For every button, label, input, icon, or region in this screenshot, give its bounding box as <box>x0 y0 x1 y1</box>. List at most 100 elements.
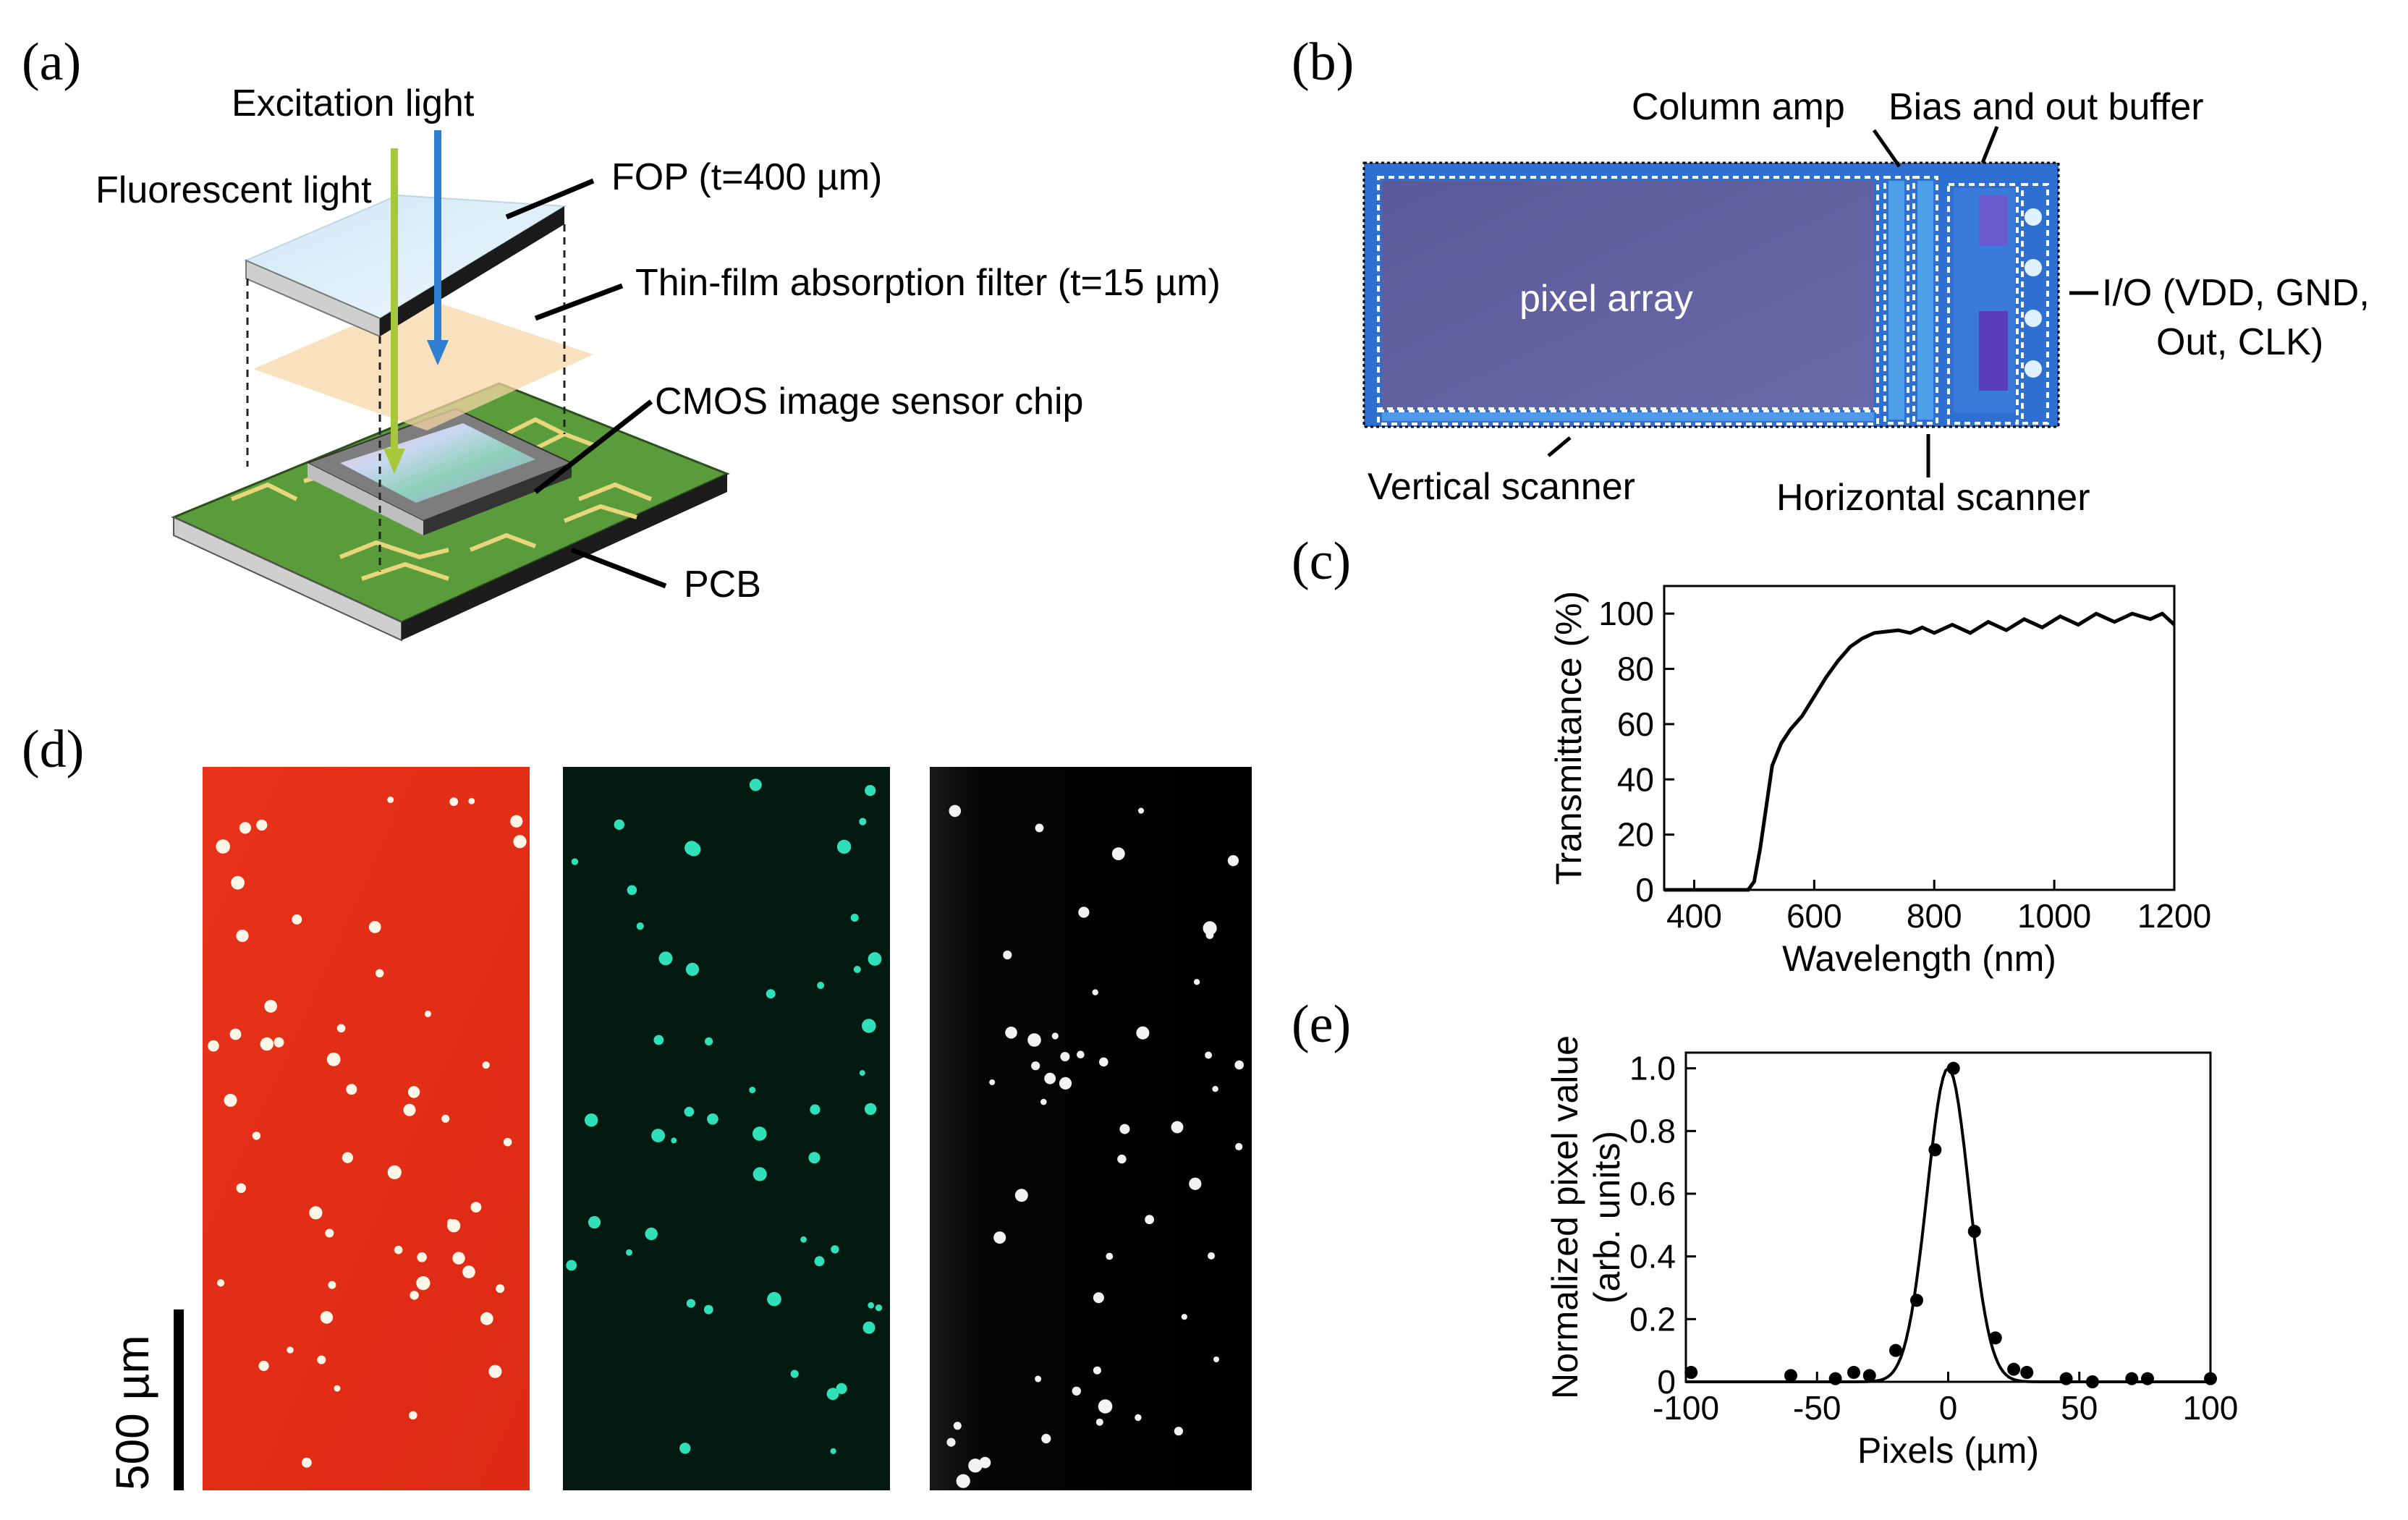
fluorescent-spot <box>1106 1252 1114 1260</box>
fluorescent-light-label: Fluorescent light <box>96 169 372 211</box>
io-label-line1: I/O (VDD, GND, <box>2102 272 2370 314</box>
panel-c-label: (c) <box>1292 532 1351 591</box>
fluorescent-spot <box>875 1304 883 1312</box>
fluorescent-spot <box>1095 1418 1103 1426</box>
fluorescent-spot <box>394 1245 403 1254</box>
fluorescent-spot <box>302 1457 312 1468</box>
fluorescent-spot <box>946 1438 956 1447</box>
fluorescent-spot <box>236 930 249 943</box>
fluorescent-spot <box>488 1364 502 1378</box>
fluorescent-spot <box>651 1129 665 1142</box>
fluorescent-spot <box>274 1037 284 1048</box>
fluorescent-spot <box>1119 1124 1130 1134</box>
fluorescent-spot <box>571 858 579 865</box>
gaussian-fit-line <box>1686 1066 2210 1383</box>
fluorescent-spot <box>441 1114 450 1123</box>
data-point <box>2020 1366 2034 1379</box>
fluorescent-spot <box>424 1010 431 1017</box>
fluorescent-spot <box>826 1388 839 1401</box>
io-label-line2: Out, CLK) <box>2156 321 2323 363</box>
y-tick-label: 80 <box>1617 650 1654 688</box>
fluorescent-spot <box>658 951 673 966</box>
fluorescent-spot <box>496 1284 505 1294</box>
y-tick-label: 0.6 <box>1629 1175 1676 1213</box>
fluorescent-spot <box>236 1183 246 1194</box>
panel-b: (b) <box>1292 33 2370 519</box>
y-tick-label: 40 <box>1617 760 1654 798</box>
fluorescent-spot <box>1098 1399 1113 1414</box>
fluorescent-spot <box>767 1291 781 1307</box>
fluorescent-spot <box>292 914 302 925</box>
fluorescent-spot <box>1060 1052 1070 1061</box>
fluorescent-spot <box>810 1104 821 1115</box>
fluorescent-spot <box>808 1152 821 1164</box>
x-tick-label: 50 <box>2061 1389 2098 1427</box>
fluorescent-spot <box>1077 1050 1085 1058</box>
alignment-guides <box>246 224 566 572</box>
fluorescent-spot <box>468 797 475 804</box>
fluorescent-spot <box>1234 1060 1244 1070</box>
fluorescent-spot <box>749 778 762 791</box>
y-tick-label: 0 <box>1657 1363 1676 1401</box>
data-point <box>1684 1366 1698 1379</box>
data-point <box>2125 1372 2139 1385</box>
fluorescent-spot <box>342 1152 353 1163</box>
fluorescent-spot <box>1014 1189 1028 1202</box>
callout-arrows-a <box>505 178 667 589</box>
fluorescent-spot <box>1093 1292 1104 1304</box>
x-tick-label: 600 <box>1786 897 1842 935</box>
fluorescent-spot <box>853 966 861 973</box>
data-point <box>1828 1372 1842 1385</box>
fluorescent-spot <box>387 1165 402 1179</box>
data-point <box>2141 1372 2154 1385</box>
plot-frame <box>1663 585 2176 891</box>
data-point <box>1928 1143 1942 1157</box>
x-tick-label: 0 <box>1939 1389 1958 1427</box>
fluorescent-spot <box>752 1167 767 1181</box>
data-point <box>1946 1061 1960 1075</box>
fluorescent-spot <box>1193 979 1200 985</box>
panel-d: (d) 500 µm <box>22 720 1252 1490</box>
fluorescent-spot <box>452 1252 465 1265</box>
fluorescent-spot <box>817 982 825 989</box>
fluorescent-spot <box>956 1474 970 1488</box>
data-point <box>2059 1372 2073 1385</box>
data-point <box>2085 1375 2099 1388</box>
y-tick-label: 0.8 <box>1629 1112 1676 1150</box>
fluorescent-spot <box>470 1202 482 1213</box>
cmos-label: CMOS image sensor chip <box>655 381 1083 423</box>
fluorescent-spot <box>480 1312 493 1325</box>
fluorescent-spot <box>831 1245 839 1254</box>
chip-micrograph: pixel array <box>1362 161 2060 428</box>
fluorescent-spot <box>707 1113 718 1125</box>
absorption-filter <box>253 297 593 430</box>
vertical-scanner-label: Vertical scanner <box>1368 466 1635 508</box>
fluorescent-spot <box>686 1299 696 1308</box>
y-tick-label: 100 <box>1598 595 1654 632</box>
fluorescent-spot <box>482 1061 490 1069</box>
fluorescent-spot <box>859 818 867 825</box>
fluorescent-spot <box>449 797 459 807</box>
y-axis-title: Transmittance (%) <box>1548 591 1589 886</box>
y-tick-label: 0 <box>1635 871 1654 909</box>
fluorescent-spot <box>217 1279 225 1287</box>
fluorescent-spot <box>317 1355 326 1364</box>
fluorescent-spot <box>258 1360 269 1372</box>
fluorescent-spot <box>216 839 231 854</box>
fluorescent-spot <box>868 1302 875 1309</box>
fluorescent-spot <box>1059 1077 1072 1090</box>
fluorescent-spot <box>679 1443 691 1454</box>
fluorescent-spot <box>260 1037 274 1051</box>
fluorescent-spot <box>800 1236 807 1243</box>
fluorescent-spot <box>968 1459 983 1473</box>
fluorescent-spot <box>416 1276 431 1291</box>
x-tick-label: 400 <box>1666 897 1722 935</box>
pcb-label: PCB <box>684 564 761 606</box>
x-axis-title: Pixels (µm) <box>1857 1430 2039 1471</box>
fluorescent-spot <box>749 1087 756 1094</box>
pcb-traces <box>230 417 653 581</box>
fluorescent-spot <box>447 1218 454 1226</box>
die-outline <box>1362 161 2060 428</box>
fluorescent-spot <box>653 1035 664 1045</box>
plot-frame <box>1684 1051 2212 1383</box>
